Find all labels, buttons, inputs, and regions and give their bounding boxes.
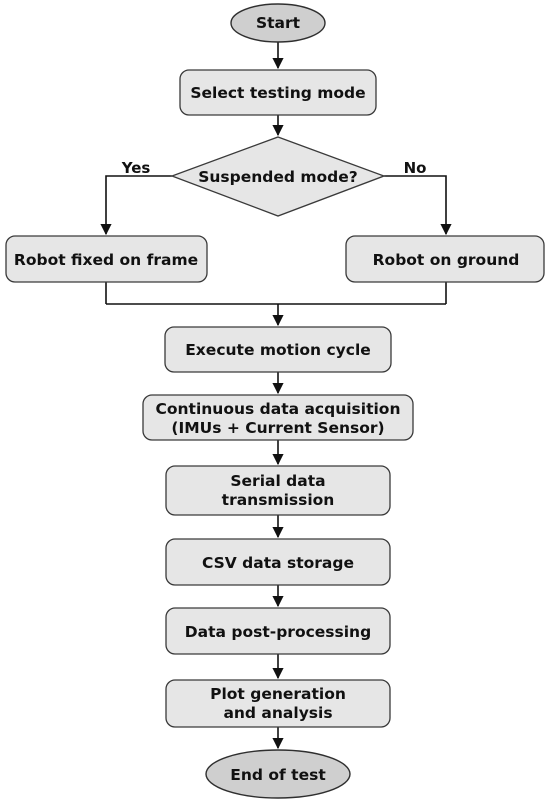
start-node: Start xyxy=(230,3,326,43)
execute-motion-cycle-label: Execute motion cycle xyxy=(185,341,371,359)
select-testing-mode-label: Select testing mode xyxy=(190,84,365,102)
edges xyxy=(100,42,452,750)
edge-label-yes: Yes xyxy=(121,159,151,177)
edge-label-no: No xyxy=(404,159,427,177)
plot-generation-box: Plot generation and analysis xyxy=(165,679,391,728)
select-testing-mode-box: Select testing mode xyxy=(179,69,377,116)
data-acquisition-label-line2: (IMUs + Current Sensor) xyxy=(171,419,384,437)
plot-generation-label-line1: Plot generation xyxy=(210,685,346,703)
robot-on-ground-label: Robot on ground xyxy=(373,251,520,269)
plot-generation-label-line2: and analysis xyxy=(223,704,332,722)
suspended-mode-decision: Suspended mode? xyxy=(170,136,386,217)
end-node: End of test xyxy=(205,749,351,799)
data-acquisition-box: Continuous data acquisition (IMUs + Curr… xyxy=(142,394,414,441)
suspended-mode-label: Suspended mode? xyxy=(198,168,358,186)
serial-transmission-box: Serial data transmission xyxy=(165,465,391,516)
robot-fixed-on-frame-label: Robot fixed on frame xyxy=(14,251,198,269)
edge-decision-to-yes xyxy=(100,175,172,236)
start-label: Start xyxy=(256,14,301,32)
edge-decision-to-no xyxy=(384,175,452,236)
csv-storage-box: CSV data storage xyxy=(165,538,391,586)
serial-transmission-label-line2: transmission xyxy=(222,491,335,509)
post-processing-label: Data post-processing xyxy=(185,623,371,641)
robot-on-ground-box: Robot on ground xyxy=(345,235,545,283)
csv-storage-label: CSV data storage xyxy=(202,554,354,572)
post-processing-box: Data post-processing xyxy=(165,607,391,655)
execute-motion-cycle-box: Execute motion cycle xyxy=(164,326,392,373)
serial-transmission-label-line1: Serial data xyxy=(230,472,325,490)
robot-fixed-on-frame-box: Robot fixed on frame xyxy=(5,235,208,283)
data-acquisition-label-line1: Continuous data acquisition xyxy=(155,400,400,418)
end-label: End of test xyxy=(230,766,326,784)
